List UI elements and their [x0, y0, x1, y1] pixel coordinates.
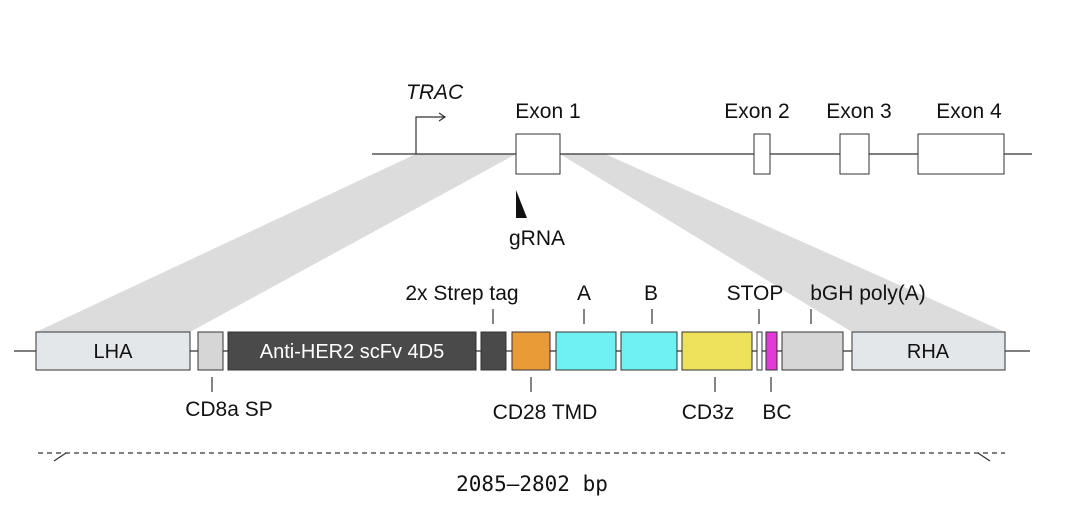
trac-locus: TRAC Exon 1 Exon 2 Exon 3 Exon 4 — [372, 81, 1032, 175]
lha-label: LHA — [94, 341, 134, 363]
cd8a-sp-label: CD8a SP — [185, 398, 273, 421]
domain-a-box — [555, 331, 617, 371]
size-span-left-cap — [53, 452, 67, 462]
exon-3-label: Exon 3 — [826, 100, 891, 123]
exon-1-label: Exon 1 — [515, 100, 580, 123]
cd8a-sp-box — [197, 331, 224, 371]
stop-label: STOP — [727, 282, 784, 305]
exon-2-box — [753, 133, 771, 175]
size-span: 2085–2802 bp — [38, 452, 1005, 496]
gene-name: TRAC — [406, 81, 464, 104]
cd28-tmd-box — [511, 331, 551, 371]
donor-construct: LHA CD8a SP Anti-HER2 scFv 4D5 2x Strep … — [14, 282, 1030, 424]
domain-b-label: B — [644, 282, 658, 305]
exon-3-box — [839, 133, 870, 175]
scfv-label: Anti-HER2 scFv 4D5 — [260, 341, 445, 363]
cd28-tmd-label: CD28 TMD — [493, 401, 598, 424]
strep-tag-label: 2x Strep tag — [405, 282, 518, 305]
bgh-polya-label: bGH poly(A) — [810, 282, 926, 305]
scfv-box — [227, 331, 477, 371]
grna-marker: gRNA — [509, 190, 565, 250]
barcode-label: BC — [762, 401, 791, 424]
exon-1-box — [515, 133, 561, 175]
domain-b-box — [620, 331, 678, 371]
stop-box — [756, 331, 763, 371]
strep-tag-box — [480, 331, 507, 371]
exon-2-label: Exon 2 — [724, 100, 789, 123]
cd3z-box — [681, 331, 753, 371]
transcription-start-arrow — [415, 116, 445, 154]
cd3z-label: CD3z — [682, 401, 735, 424]
lha-box — [35, 331, 191, 371]
barcode-box — [765, 331, 778, 371]
exon-4-box — [917, 133, 1005, 175]
grna-wedge-icon — [516, 190, 527, 218]
right-homology-shading — [560, 154, 1005, 332]
size-label: 2085–2802 bp — [456, 472, 608, 496]
exon-4-label: Exon 4 — [936, 100, 1002, 123]
bgh-polya-box — [781, 331, 844, 371]
rha-box — [851, 331, 1006, 371]
grna-label: gRNA — [509, 227, 565, 250]
size-span-right-cap — [977, 452, 991, 462]
arrowhead — [438, 112, 447, 122]
rha-label: RHA — [907, 341, 950, 363]
left-homology-shading — [36, 154, 516, 332]
domain-a-label: A — [577, 282, 591, 305]
